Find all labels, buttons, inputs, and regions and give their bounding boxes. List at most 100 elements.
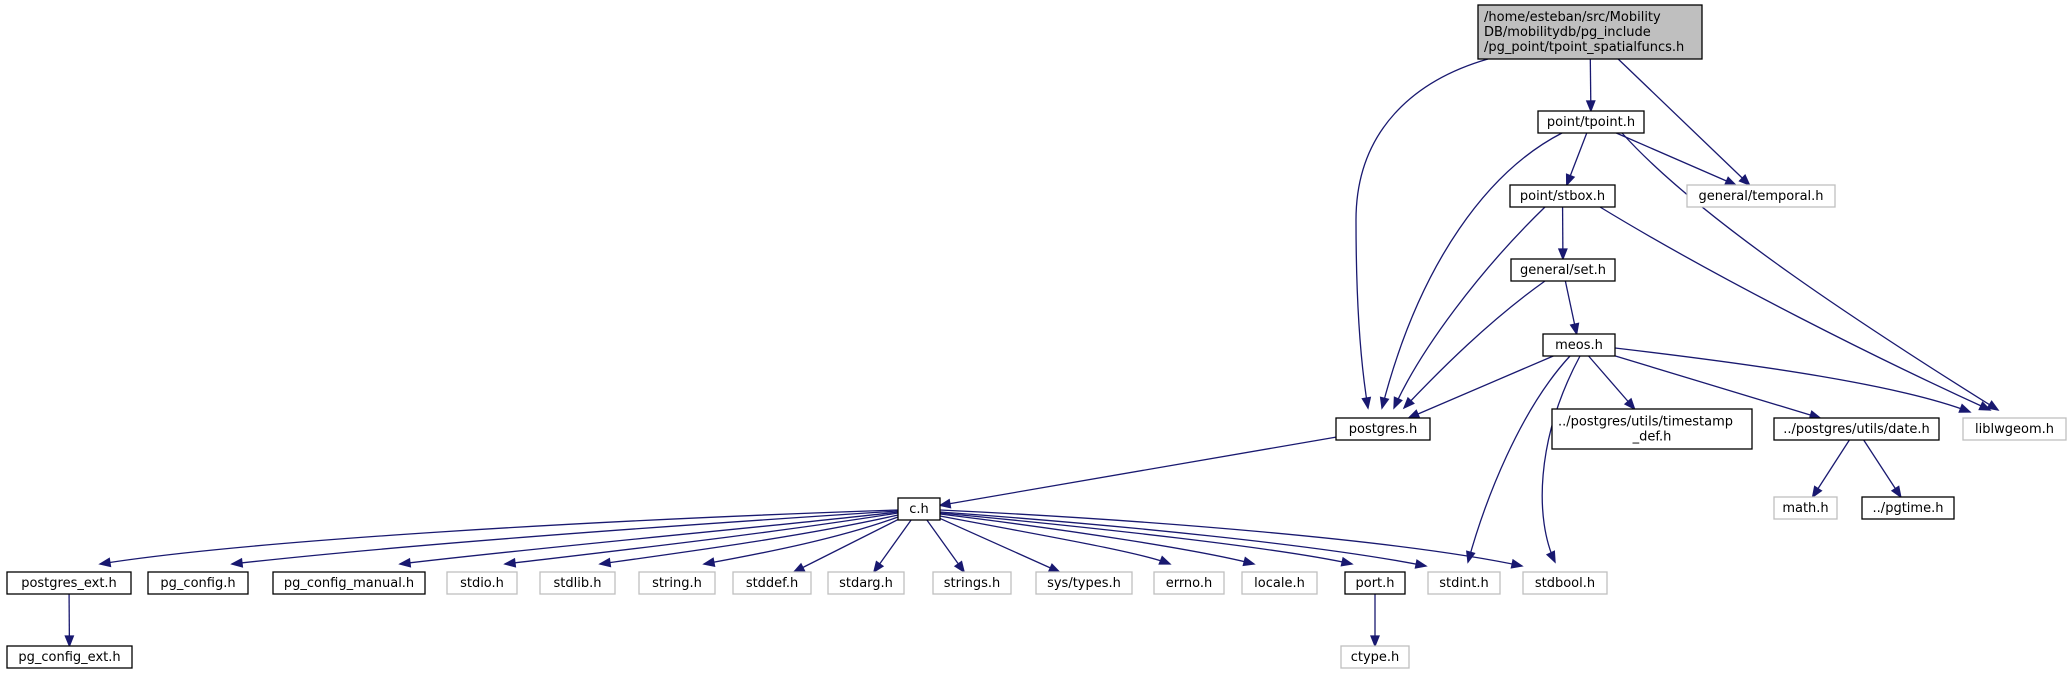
node-locale: locale.h (1241, 571, 1318, 595)
node-point-stbox[interactable]: point/stbox.h (1509, 184, 1616, 208)
node-stdint: stdint.h (1427, 571, 1501, 595)
node-general-temporal: general/temporal.h (1686, 184, 1836, 208)
node-label: errno.h (1166, 576, 1213, 591)
edge-c-to-strings (926, 519, 966, 574)
node-box (1551, 408, 1753, 450)
node-label: general/temporal.h (1698, 189, 1823, 204)
node-stdbool: stdbool.h (1522, 571, 1608, 595)
node-box (1773, 496, 1838, 520)
node-box (1686, 184, 1836, 208)
node-label: stddef.h (746, 576, 798, 591)
node-postgres-ext[interactable]: postgres_ext.h (6, 571, 132, 595)
edge-arrowhead (1738, 174, 1751, 187)
node-sys-types: sys/types.h (1035, 571, 1133, 595)
node-box (1344, 571, 1406, 595)
node-box (732, 571, 812, 595)
node-label: port.h (1355, 576, 1394, 591)
node-box (932, 571, 1012, 595)
node-stdlib: stdlib.h (539, 571, 616, 595)
node-label: point/stbox.h (1520, 189, 1605, 204)
node-timestamp-def[interactable]: ../postgres/utils/timestamp_def.h (1551, 408, 1753, 450)
node-point-tpoint[interactable]: point/tpoint.h (1537, 110, 1645, 134)
edge-arrowhead (1565, 173, 1576, 187)
node-label: ../postgres/utils/timestamp (1558, 415, 1733, 430)
node-label: stdbool.h (1535, 576, 1595, 591)
edge-arrowhead (398, 557, 412, 568)
edge-postgres_ext-to-pg_config_ext (64, 593, 75, 648)
node-pg-config-manual[interactable]: pg_config_manual.h (272, 571, 426, 595)
edge-date-to-pgtime (1863, 439, 1902, 499)
node-label: stdarg.h (839, 576, 893, 591)
node-general-set[interactable]: general/set.h (1510, 258, 1616, 282)
edge-meos-to-liblwgeom (1614, 347, 1972, 413)
node-errno: errno.h (1153, 571, 1225, 595)
edge-arrowhead (1402, 396, 1415, 410)
edge-arrowhead (1158, 555, 1172, 565)
node-box (272, 571, 426, 595)
node-box (1542, 333, 1616, 357)
node-label: math.h (1782, 501, 1828, 516)
node-box (638, 571, 716, 595)
edge-c-to-port (939, 512, 1354, 567)
nodes-layer: /home/esteban/src/MobilityDB/mobilitydb/… (6, 4, 2067, 669)
edge-c-to-pg_config_manual (398, 511, 899, 568)
edge-c-to-stddef (792, 518, 899, 573)
edge-root-to-point_tpoint (1585, 58, 1596, 113)
edge-arrowhead (1623, 397, 1636, 411)
node-c[interactable]: c.h (897, 497, 941, 521)
node-pg-config[interactable]: pg_config.h (147, 571, 249, 595)
node-date[interactable]: ../postgres/utils/date.h (1773, 417, 1940, 441)
node-label: stdint.h (1439, 576, 1488, 591)
edge-point_stbox-to-liblwgeom (1599, 206, 1992, 411)
edge-arrowhead (1414, 559, 1428, 569)
edge-arrowhead (1890, 485, 1902, 499)
edge-date-to-math (1811, 439, 1850, 499)
edge-c-to-locale (939, 513, 1256, 567)
node-liblwgeom: liblwgeom.h (1962, 417, 2067, 441)
edge-c-to-stdint (939, 511, 1428, 569)
node-pg-config-ext[interactable]: pg_config_ext.h (6, 645, 133, 669)
edge-arrowhead (953, 560, 966, 574)
node-label: ctype.h (1351, 650, 1400, 665)
edge-arrowhead (1723, 176, 1738, 186)
node-box (1522, 571, 1608, 595)
node-meos[interactable]: meos.h (1542, 333, 1616, 357)
edge-arrowhead (1340, 556, 1354, 567)
node-label: c.h (909, 502, 929, 517)
edge-c-to-postgres_ext (98, 509, 899, 568)
node-box (1153, 571, 1225, 595)
node-label: /pg_point/tpoint_spatialfuncs.h (1484, 40, 1684, 55)
edge-arrowhead (1958, 403, 1972, 413)
node-port[interactable]: port.h (1344, 571, 1406, 595)
node-root[interactable]: /home/esteban/src/MobilityDB/mobilitydb/… (1477, 4, 1703, 60)
node-label: general/set.h (1520, 263, 1606, 278)
edge-arrowhead (230, 557, 244, 568)
edge-general_set-to-meos (1564, 280, 1580, 336)
edge-c-to-stdio (503, 512, 899, 568)
edge-arrowhead (702, 557, 716, 567)
edge-point_tpoint-to-postgres (1379, 132, 1563, 410)
node-stddef: stddef.h (732, 571, 812, 595)
node-stdarg: stdarg.h (827, 571, 905, 595)
node-postgres[interactable]: postgres.h (1335, 417, 1431, 441)
edge-arrowhead (1379, 396, 1390, 410)
edge-arrowhead (1510, 558, 1524, 569)
node-pgtime[interactable]: ../pgtime.h (1861, 496, 1955, 520)
edge-arrowhead (98, 557, 112, 568)
node-label: pg_config_manual.h (284, 576, 414, 591)
edge-arrowhead (872, 560, 885, 574)
node-label: locale.h (1254, 576, 1305, 591)
node-strings: strings.h (932, 571, 1012, 595)
edge-c-to-errno (939, 515, 1172, 565)
edge-point_stbox-to-postgres (1393, 206, 1546, 410)
edge-arrowhead (1370, 635, 1380, 648)
node-label: /home/esteban/src/Mobility (1484, 10, 1661, 25)
edge-arrowhead (1569, 322, 1580, 336)
edge-c-to-stdarg (872, 519, 912, 574)
edge-point_tpoint-to-general_temporal (1616, 132, 1738, 186)
edge-arrowhead (1407, 409, 1421, 419)
node-label: strings.h (944, 576, 1000, 591)
node-label: ../postgres/utils/date.h (1783, 422, 1930, 437)
node-label: string.h (652, 576, 702, 591)
